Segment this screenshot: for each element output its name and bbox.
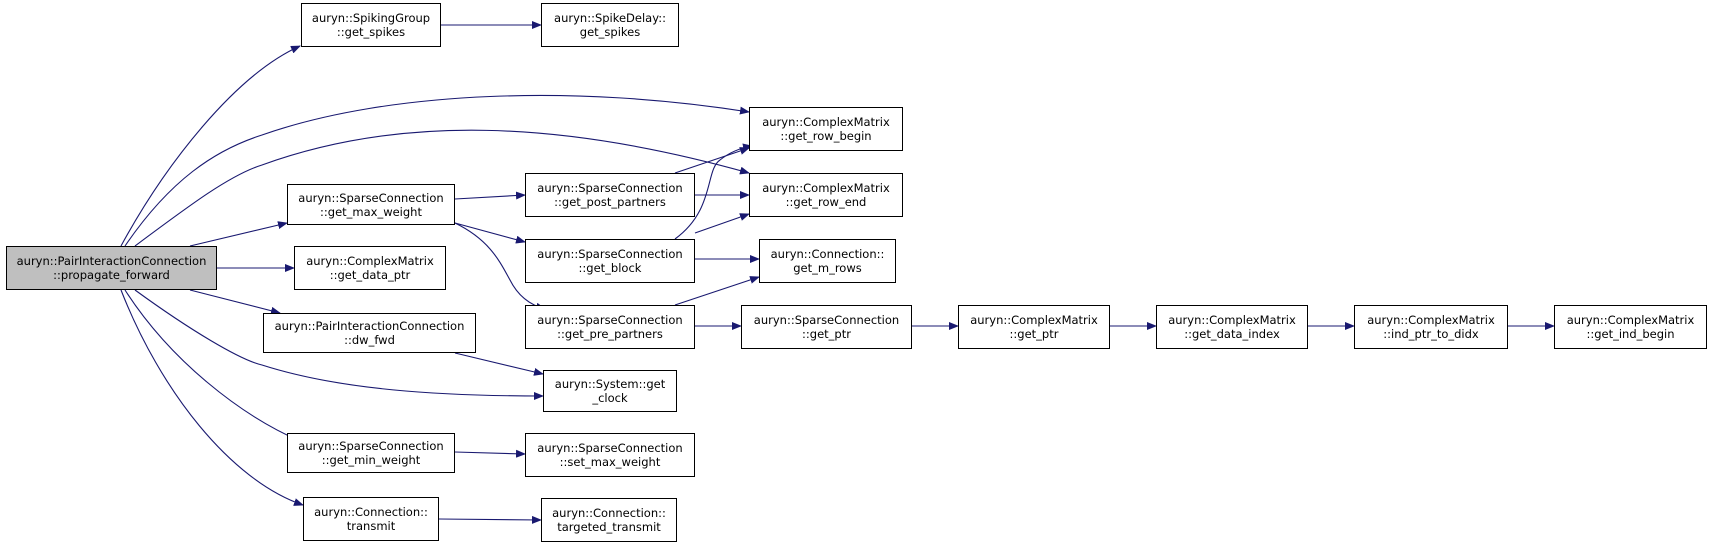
node-spikedelay-get-spikes-line1: auryn::SpikeDelay:: xyxy=(554,11,666,25)
node-cm-ind-ptr-to-didx-line1: auryn::ComplexMatrix xyxy=(1367,313,1495,327)
node-cm-get-ind-begin-line1: auryn::ComplexMatrix xyxy=(1566,313,1695,327)
node-sc-get-min-weight[interactable]: auryn::SparseConnection ::get_min_weight xyxy=(287,433,455,473)
node-cm-get-row-begin[interactable]: auryn::ComplexMatrix ::get_row_begin xyxy=(749,107,903,151)
edge-root-to-get-clock xyxy=(134,289,544,400)
node-cm-get-data-index-line2: ::get_data_index xyxy=(1184,327,1280,341)
node-sc-get-block-line1: auryn::SparseConnection xyxy=(537,247,683,261)
node-cm-get-row-begin-line1: auryn::ComplexMatrix xyxy=(762,115,890,129)
node-conn-transmit-line1: auryn::Connection:: xyxy=(314,505,428,519)
node-cm-get-row-end-line1: auryn::ComplexMatrix xyxy=(762,181,890,195)
node-sc-get-pre-partners[interactable]: auryn::SparseConnection ::get_pre_partne… xyxy=(525,305,695,349)
edge-max-weight-to-block xyxy=(454,222,526,244)
node-sys-get-clock-line2: _clock xyxy=(592,391,628,405)
edge-max-weight-to-pre-partners xyxy=(454,222,546,311)
node-cm-get-ptr[interactable]: auryn::ComplexMatrix ::get_ptr xyxy=(958,305,1110,349)
edge-block-to-row-end xyxy=(694,213,750,234)
node-sc-get-post-partners-line1: auryn::SparseConnection xyxy=(537,181,683,195)
node-conn-targeted-transmit-line1: auryn::Connection:: xyxy=(552,506,666,520)
node-spikinggroup-get-spikes-line1: auryn::SpikingGroup xyxy=(311,11,431,25)
node-conn-targeted-transmit[interactable]: auryn::Connection:: targeted_transmit xyxy=(541,498,677,542)
node-sc-get-min-weight-line1: auryn::SparseConnection xyxy=(298,439,444,453)
edge-root-to-get-row-end xyxy=(134,129,750,247)
node-cm-get-row-begin-line2: ::get_row_begin xyxy=(780,129,872,143)
node-sc-get-max-weight[interactable]: auryn::SparseConnection ::get_max_weight xyxy=(287,184,455,225)
node-sc-get-max-weight-line2: ::get_max_weight xyxy=(320,204,422,219)
node-pic-dw-fwd[interactable]: auryn::PairInteractionConnection ::dw_fw… xyxy=(263,313,476,353)
node-sys-get-clock-line1: auryn::System::get xyxy=(554,377,666,391)
node-spikedelay-get-spikes[interactable]: auryn::SpikeDelay:: get_spikes xyxy=(541,3,679,47)
node-spikedelay-get-spikes-line2: get_spikes xyxy=(579,25,641,39)
node-sc-get-block-line2: ::get_block xyxy=(578,261,642,275)
node-cm-get-ind-begin[interactable]: auryn::ComplexMatrix ::get_ind_begin xyxy=(1554,305,1707,349)
node-spikinggroup-get-spikes-line2: ::get_spikes xyxy=(336,25,406,39)
node-cm-get-ind-begin-line2: ::get_ind_begin xyxy=(1586,327,1675,341)
node-cm-get-row-end[interactable]: auryn::ComplexMatrix ::get_row_end xyxy=(749,173,903,217)
node-sc-get-post-partners[interactable]: auryn::SparseConnection ::get_post_partn… xyxy=(525,173,695,217)
node-sc-get-max-weight-line1: auryn::SparseConnection xyxy=(298,190,444,205)
node-cm-ind-ptr-to-didx[interactable]: auryn::ComplexMatrix ::ind_ptr_to_didx xyxy=(1354,305,1508,349)
node-sc-get-block[interactable]: auryn::SparseConnection ::get_block xyxy=(525,239,695,283)
edge-root-to-get-row-begin xyxy=(124,94,750,247)
node-cm-get-data-ptr[interactable]: auryn::ComplexMatrix ::get_data_ptr xyxy=(294,246,446,290)
node-cm-get-ptr-line2: ::get_ptr xyxy=(1009,327,1059,341)
node-cm-get-data-ptr-line1: auryn::ComplexMatrix xyxy=(306,254,434,268)
node-cm-get-row-end-line2: ::get_row_end xyxy=(785,195,867,209)
node-propagate-forward[interactable]: auryn::PairInteractionConnection ::propa… xyxy=(6,246,217,290)
edge-root-to-dw-fwd xyxy=(189,289,281,315)
node-sc-get-ptr-line1: auryn::SparseConnection xyxy=(753,313,900,327)
node-sc-get-pre-partners-line2: ::get_pre_partners xyxy=(557,327,663,341)
node-propagate-forward-line2: ::propagate_forward xyxy=(53,268,170,282)
node-conn-get-m-rows[interactable]: auryn::Connection:: get_m_rows xyxy=(759,239,896,283)
node-sc-get-ptr[interactable]: auryn::SparseConnection ::get_ptr xyxy=(741,305,912,349)
edge-post-partners-to-row-begin xyxy=(674,147,750,174)
node-conn-get-m-rows-line1: auryn::Connection:: xyxy=(770,247,885,261)
edge-min-weight-to-set-max-weight xyxy=(454,449,526,458)
edge-root-to-get-min-weight xyxy=(124,289,301,442)
node-conn-transmit[interactable]: auryn::Connection:: transmit xyxy=(303,497,439,541)
node-sc-set-max-weight-line1: auryn::SparseConnection xyxy=(537,441,683,455)
node-cm-get-data-ptr-line2: ::get_data_ptr xyxy=(329,268,411,282)
edge-dw-fwd-to-get-clock xyxy=(454,352,544,376)
node-conn-transmit-line2: transmit xyxy=(346,519,396,533)
edge-root-to-spiking-get-spikes xyxy=(120,45,301,247)
node-conn-targeted-transmit-line2: targeted_transmit xyxy=(557,520,661,534)
node-sc-set-max-weight[interactable]: auryn::SparseConnection ::set_max_weight xyxy=(525,433,695,477)
node-sc-get-post-partners-line2: ::get_post_partners xyxy=(554,195,666,209)
edge-root-to-get-max-weight xyxy=(189,221,288,247)
node-cm-get-ptr-line1: auryn::ComplexMatrix xyxy=(970,313,1098,327)
node-spikinggroup-get-spikes[interactable]: auryn::SpikingGroup ::get_spikes xyxy=(301,3,441,47)
node-pic-dw-fwd-line2: ::dw_fwd xyxy=(344,333,395,347)
node-sc-get-min-weight-line2: ::get_min_weight xyxy=(321,453,421,467)
node-cm-get-data-index-line1: auryn::ComplexMatrix xyxy=(1168,313,1296,327)
edge-root-to-transmit xyxy=(120,289,304,506)
edge-max-weight-to-post-partners xyxy=(454,191,526,200)
node-sc-get-pre-partners-line1: auryn::SparseConnection xyxy=(537,313,683,327)
edge-transmit-to-targeted-transmit xyxy=(438,515,542,524)
node-sys-get-clock[interactable]: auryn::System::get _clock xyxy=(543,370,677,412)
node-propagate-forward-line1: auryn::PairInteractionConnection xyxy=(16,254,207,268)
node-cm-get-data-index[interactable]: auryn::ComplexMatrix ::get_data_index xyxy=(1156,305,1308,349)
edge-pre-partners-to-m-rows xyxy=(674,276,760,306)
node-sc-set-max-weight-line2: ::set_max_weight xyxy=(559,455,661,469)
node-pic-dw-fwd-line1: auryn::PairInteractionConnection xyxy=(274,319,465,333)
edge-block-to-row-begin xyxy=(674,143,753,240)
node-cm-ind-ptr-to-didx-line2: ::ind_ptr_to_didx xyxy=(1383,327,1479,341)
node-sc-get-ptr-line2: ::get_ptr xyxy=(802,327,851,341)
node-conn-get-m-rows-line2: get_m_rows xyxy=(793,261,862,275)
